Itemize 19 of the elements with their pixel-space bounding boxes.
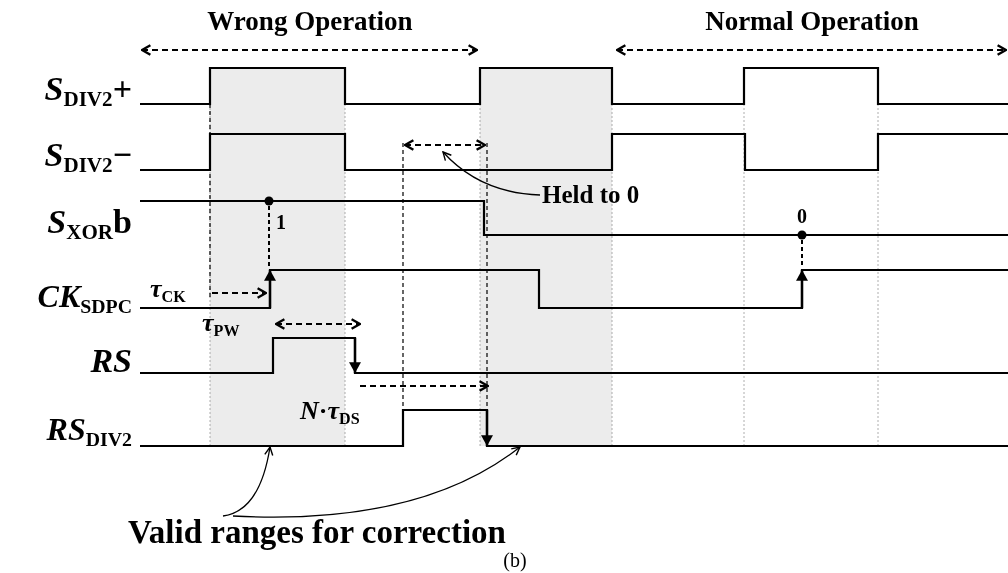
leader-line [442, 151, 541, 196]
delay-label: τ$_{PW}$ [202, 310, 240, 336]
logic-value: 0 [797, 206, 807, 226]
signal-name: S$_{DIV2}$− [44, 138, 132, 172]
leader-line [222, 446, 274, 517]
figure-caption: (b) [503, 550, 527, 570]
signal-name: S$_{DIV2}$+ [44, 72, 132, 106]
signal-name: RS$_{DIV2}$ [46, 413, 132, 445]
annotation-text: Held to 0 [542, 181, 640, 209]
section-heading: Wrong Operation [207, 8, 413, 35]
section-heading: Normal Operation [705, 8, 919, 35]
signal-name: RS [90, 344, 132, 378]
signal-name: S$_{XOR}$b [47, 205, 132, 239]
delay-label: N·τ$_{DS}$ [300, 398, 360, 424]
logic-value: 1 [276, 212, 286, 232]
leader-line [232, 446, 521, 518]
delay-label: τ$_{CK}$ [150, 276, 186, 302]
annotation-text: Valid ranges for correction [128, 514, 506, 551]
signal-name: CK$_{SDPC}$ [37, 280, 132, 312]
